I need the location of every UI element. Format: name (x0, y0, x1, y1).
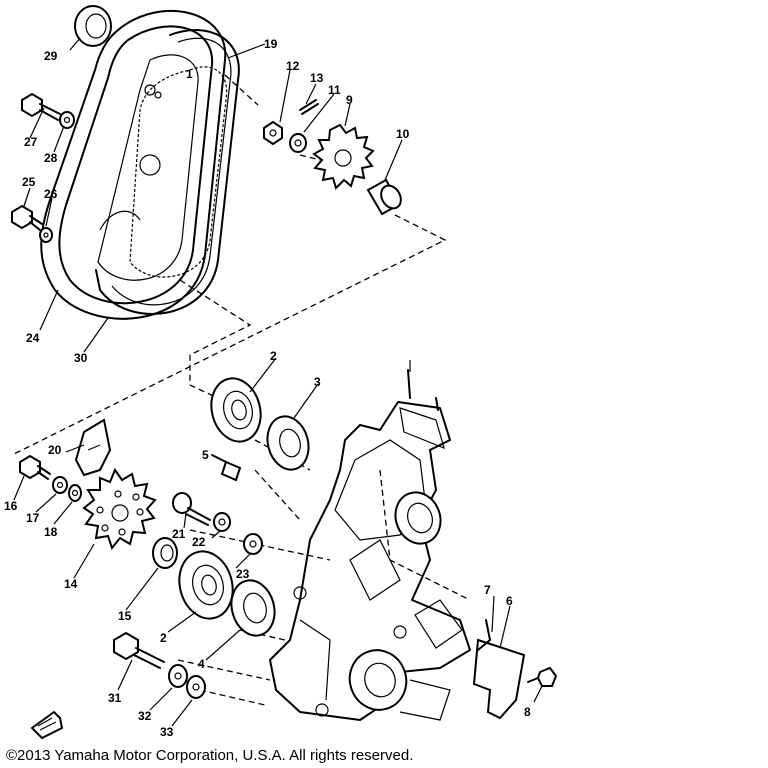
callout-18: 18 (44, 525, 58, 539)
chain-case-housing (269, 369, 471, 721)
oil-seal-29 (74, 5, 112, 47)
front-arrow-icon (30, 710, 64, 740)
callout-7: 7 (484, 583, 491, 597)
bolt-25 (11, 204, 43, 231)
spacer-15 (152, 537, 178, 569)
callout-26: 26 (44, 187, 58, 201)
callout-12: 12 (286, 59, 300, 73)
callout-21: 21 (172, 527, 186, 541)
bolt-16 (19, 454, 51, 480)
chain-case-cover (40, 9, 227, 320)
callout-20: 20 (48, 443, 62, 457)
cotter-pin-13 (299, 99, 319, 115)
oil-seal-3 (266, 415, 310, 471)
callout-31: 31 (108, 691, 122, 705)
bolt-27 (21, 92, 61, 121)
callout-15: 15 (118, 609, 132, 623)
washer-26 (39, 227, 53, 243)
callout-labels: 1 2 2 3 4 5 6 7 8 9 10 11 12 13 14 15 16… (4, 37, 531, 739)
spacer-10 (366, 178, 402, 216)
washer-32 (168, 664, 188, 688)
callout-8: 8 (524, 705, 531, 719)
sprocket-9 (312, 123, 375, 190)
plate-7 (477, 619, 491, 651)
callout-9: 9 (346, 93, 353, 107)
callout-1: 1 (186, 67, 193, 81)
clip-20 (74, 418, 112, 477)
drive-chain (129, 66, 228, 278)
callout-11: 11 (328, 83, 341, 97)
callout-4: 4 (198, 657, 205, 671)
callout-33: 33 (160, 725, 174, 739)
washer-23 (243, 533, 263, 555)
bolt-21 (172, 492, 211, 526)
callout-22: 22 (192, 535, 206, 549)
callout-17: 17 (26, 511, 40, 525)
bearing-2-upper (210, 377, 262, 443)
callout-29: 29 (44, 49, 58, 63)
callout-19: 19 (264, 37, 278, 51)
callout-2b: 2 (160, 631, 167, 645)
nut-12 (263, 120, 283, 146)
callout-5: 5 (202, 448, 209, 462)
callout-3: 3 (314, 375, 321, 389)
washer-11 (289, 133, 307, 153)
washer-28 (59, 111, 75, 129)
callout-30: 30 (74, 351, 88, 365)
washer-18 (68, 484, 82, 502)
bearing-2-lower (178, 550, 234, 620)
bolt-31 (113, 631, 165, 669)
washer-17 (52, 476, 68, 494)
sprocket-14 (82, 467, 157, 551)
plug-5 (211, 454, 242, 482)
callout-13: 13 (310, 71, 324, 85)
washer-33 (186, 675, 206, 699)
callout-14: 14 (64, 577, 78, 591)
callout-25: 25 (22, 175, 36, 189)
washer-22 (213, 512, 231, 532)
oil-seal-4 (230, 579, 276, 637)
bolt-8 (527, 666, 558, 687)
callout-10: 10 (396, 127, 410, 141)
callout-16: 16 (4, 499, 18, 513)
chain-case-gasket (95, 29, 240, 315)
callout-23: 23 (236, 567, 250, 581)
callout-2a: 2 (270, 349, 277, 363)
bracket-6 (472, 638, 526, 720)
callout-24: 24 (26, 331, 40, 345)
copyright-notice: ©2013 Yamaha Motor Corporation, U.S.A. A… (6, 747, 414, 764)
callout-6: 6 (506, 594, 513, 608)
callout-27: 27 (24, 135, 38, 149)
leader-lines (13, 37, 543, 727)
callout-32: 32 (138, 709, 152, 723)
callout-28: 28 (44, 151, 58, 165)
